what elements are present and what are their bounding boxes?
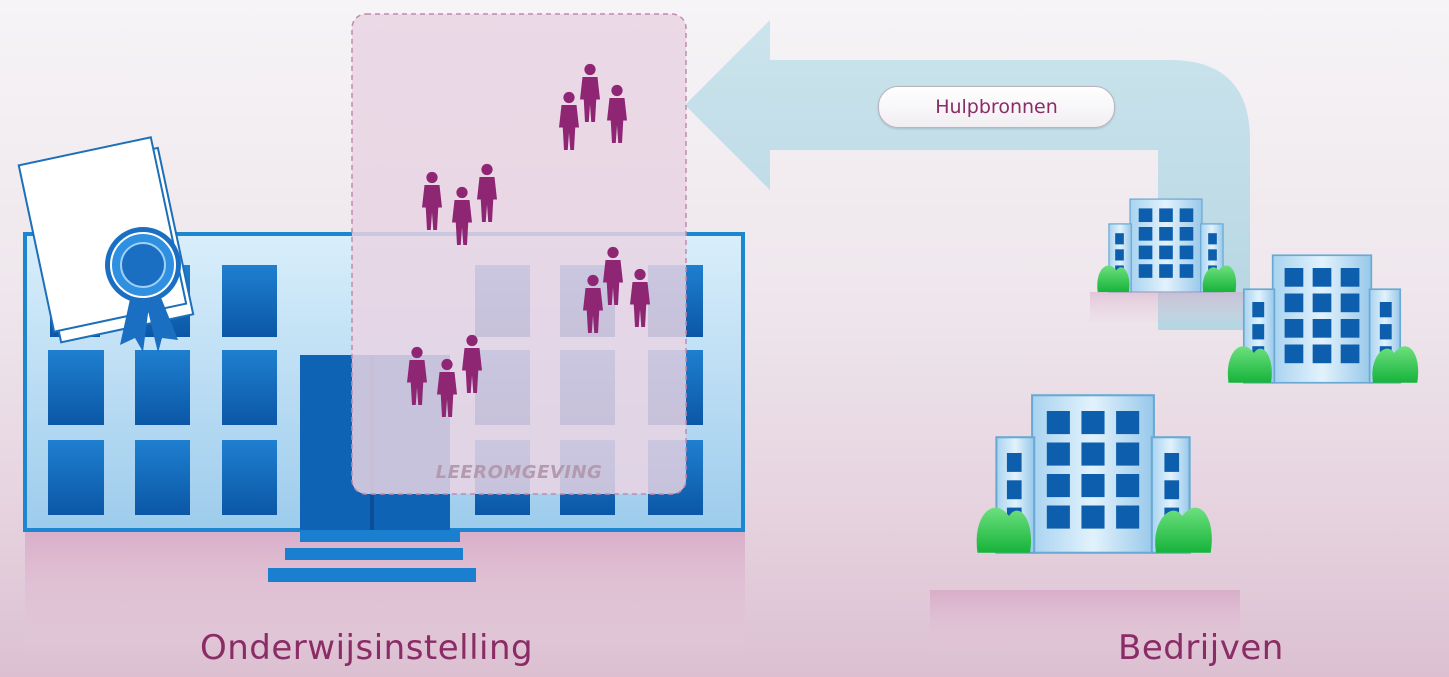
award-ribbon-icon (105, 227, 181, 353)
institution-caption: Onderwijsinstelling (200, 628, 534, 668)
companies-caption: Bedrijven (1118, 628, 1284, 668)
office-building-icon (976, 394, 1212, 554)
reflection (1090, 292, 1250, 322)
office-building-icon (1227, 254, 1419, 384)
ground-reflection-right (930, 590, 1240, 650)
learning-environment-panel (351, 13, 687, 495)
resources-label: Hulpbronnen (878, 86, 1115, 128)
learning-environment-label: LEEROMGEVING (435, 462, 603, 483)
